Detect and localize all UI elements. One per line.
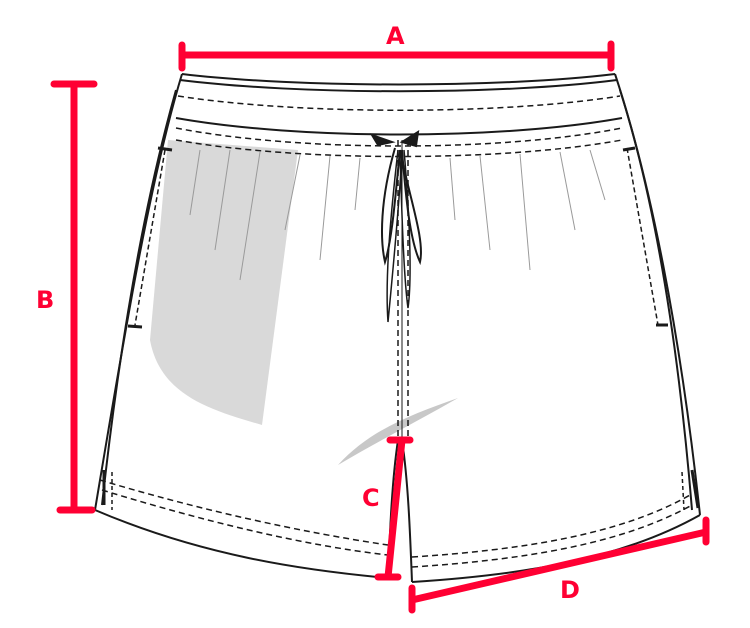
shading: [150, 140, 458, 465]
measurement-label-a: A: [386, 22, 405, 50]
measurement-c-line: [374, 436, 414, 581]
measurement-label-d: D: [560, 576, 580, 604]
measurement-label-c: C: [362, 484, 380, 512]
measurement-a-line: [178, 40, 615, 72]
measurement-label-b: B: [36, 286, 55, 314]
shorts-sketch: [94, 73, 701, 583]
measurement-d-line: [408, 516, 710, 614]
measurement-b-line: [50, 80, 98, 514]
